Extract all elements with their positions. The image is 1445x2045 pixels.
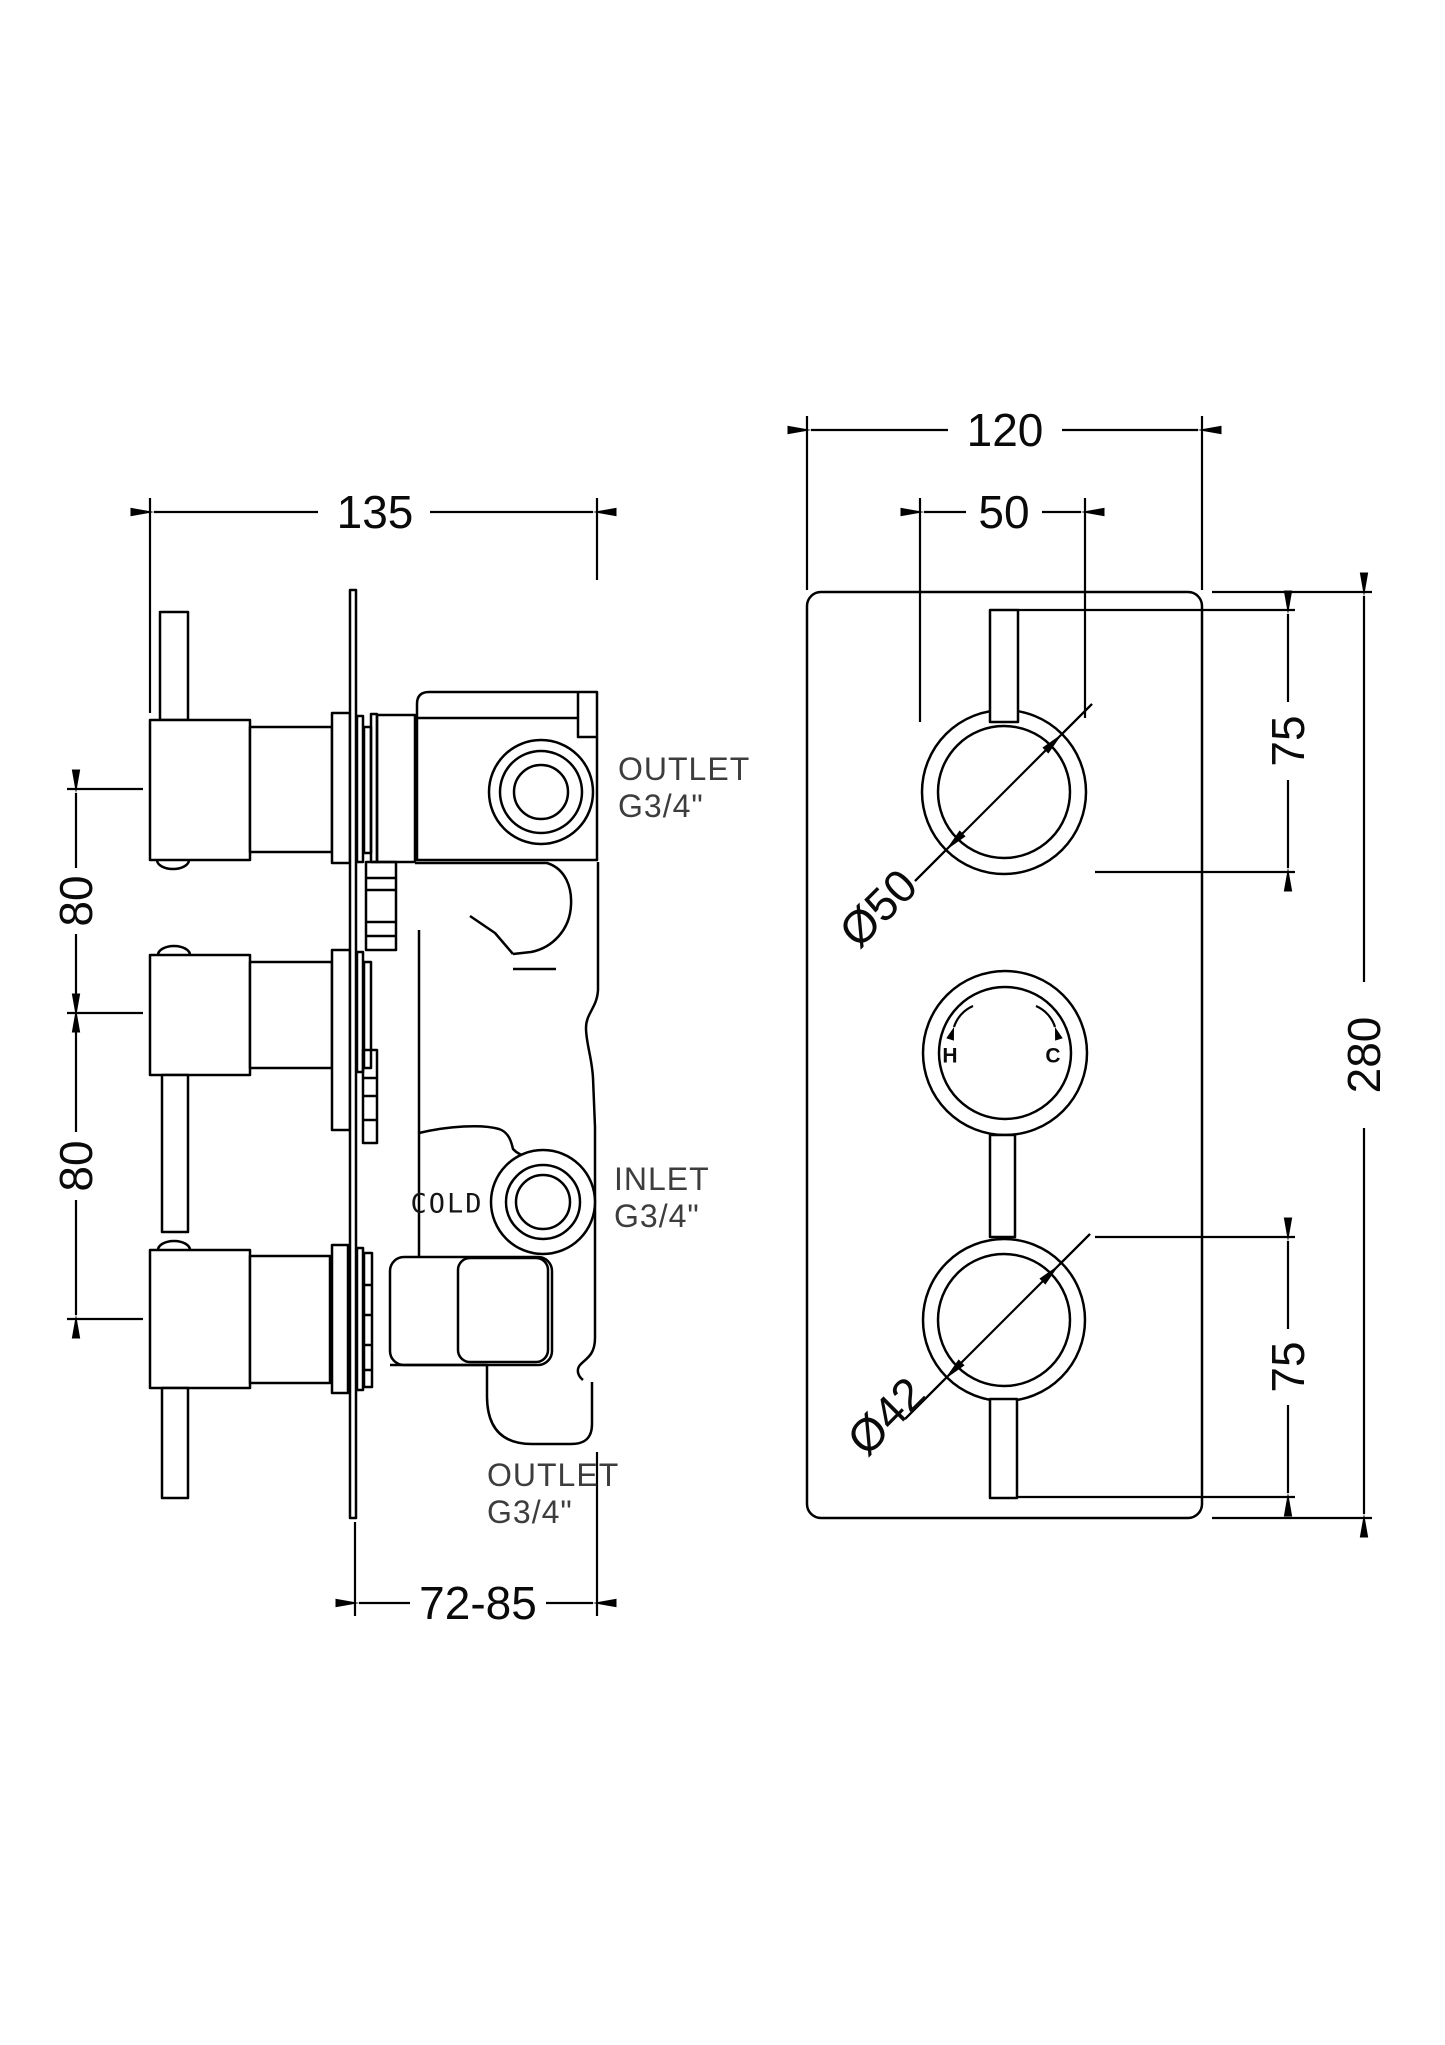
front-bot-knob-inner <box>936 1252 1072 1388</box>
dim-280-value: 280 <box>1338 1017 1390 1094</box>
side-valve-body-middle: COLD <box>410 861 600 1381</box>
side-view: COLD 135 80 <box>50 486 750 1629</box>
dim-50-value: 50 <box>978 486 1029 538</box>
front-bot-knob-lever <box>988 1397 1019 1500</box>
dim-120-value: 120 <box>967 404 1044 456</box>
front-middle-knob: H C <box>921 969 1089 1137</box>
dimension-75-bottom: 75 <box>1017 1217 1314 1517</box>
outlet-top-label-line2: G3/4" <box>618 788 704 824</box>
dimension-120: 120 <box>787 404 1222 590</box>
front-view: 120 50 Ø50 H C <box>787 404 1390 1538</box>
front-knob-connector <box>988 1133 1017 1239</box>
outlet-bottom-label-line2: G3/4" <box>487 1494 573 1530</box>
dim-80-bottom-value: 80 <box>50 1140 102 1191</box>
dim-75-bottom-value: 75 <box>1262 1341 1314 1392</box>
side-bot-flange <box>330 1243 350 1395</box>
side-trim-plate-edge <box>348 588 358 1520</box>
side-bot-knob-dome <box>156 1239 192 1251</box>
outlet-top-label-line1: OUTLET <box>618 751 750 787</box>
side-threaded-rod-upper <box>364 860 398 952</box>
side-valve-body-bottom <box>388 1255 594 1446</box>
cold-label: C <box>1045 1045 1060 1068</box>
side-fittings <box>355 712 417 1392</box>
side-handle-middle <box>148 944 352 1234</box>
side-threaded-rod-middle <box>361 1048 379 1145</box>
side-body-right-profile <box>576 862 600 1381</box>
side-mid-knob-body <box>148 953 252 1077</box>
side-top-flange <box>330 711 352 865</box>
cold-direction-arrow <box>1035 1004 1063 1041</box>
side-handle-bottom <box>148 1239 350 1500</box>
inlet-label-line1: INLET <box>614 1161 710 1197</box>
dimension-72-85: 72-85 <box>335 1452 617 1629</box>
side-top-knob-body <box>148 718 252 862</box>
hot-direction-arrow <box>946 1004 974 1041</box>
inlet-label-line2: G3/4" <box>614 1198 700 1234</box>
dim-80-top-value: 80 <box>50 875 102 926</box>
dimension-75-top: 75 <box>1018 590 1314 892</box>
dimension-80-80: 80 80 <box>50 769 143 1339</box>
side-mid-knob-collar <box>248 960 334 1070</box>
side-port-labels: OUTLET G3/4" INLET G3/4" OUTLET G3/4" <box>487 751 750 1530</box>
dim-72-85-value: 72-85 <box>419 1577 537 1629</box>
cold-engraving: COLD <box>410 1189 483 1220</box>
dimension-135: 135 <box>130 486 617 713</box>
side-bottom-outlet-step <box>390 1363 594 1446</box>
side-threaded-rod-lower <box>362 1251 374 1389</box>
side-mid-flange <box>330 948 352 1132</box>
outlet-bottom-label-line1: OUTLET <box>487 1457 619 1493</box>
side-valve-body-top <box>415 690 599 862</box>
side-handle-top <box>148 610 352 871</box>
dimension-50: 50 <box>900 486 1105 722</box>
side-mid-lever <box>160 1073 190 1234</box>
side-bot-lever <box>160 1386 190 1500</box>
front-top-knob-lever <box>988 608 1020 724</box>
side-top-knob-collar <box>248 725 334 854</box>
side-top-lever <box>158 610 190 722</box>
dim-135-value: 135 <box>337 486 414 538</box>
hot-label: H <box>942 1045 957 1068</box>
side-body-bottom-block <box>388 1255 554 1367</box>
front-top-knob-inner <box>936 724 1072 860</box>
dim-75-top-value: 75 <box>1262 715 1314 766</box>
side-bot-knob-collar <box>248 1254 332 1385</box>
front-mid-knob-inner <box>937 985 1073 1121</box>
side-top-knob-dome <box>155 859 191 871</box>
side-mid-knob-dome <box>156 944 192 956</box>
side-outlet-top-port <box>487 738 595 846</box>
dimension-280: 280 <box>1212 572 1390 1538</box>
side-bot-knob-body <box>148 1248 252 1390</box>
